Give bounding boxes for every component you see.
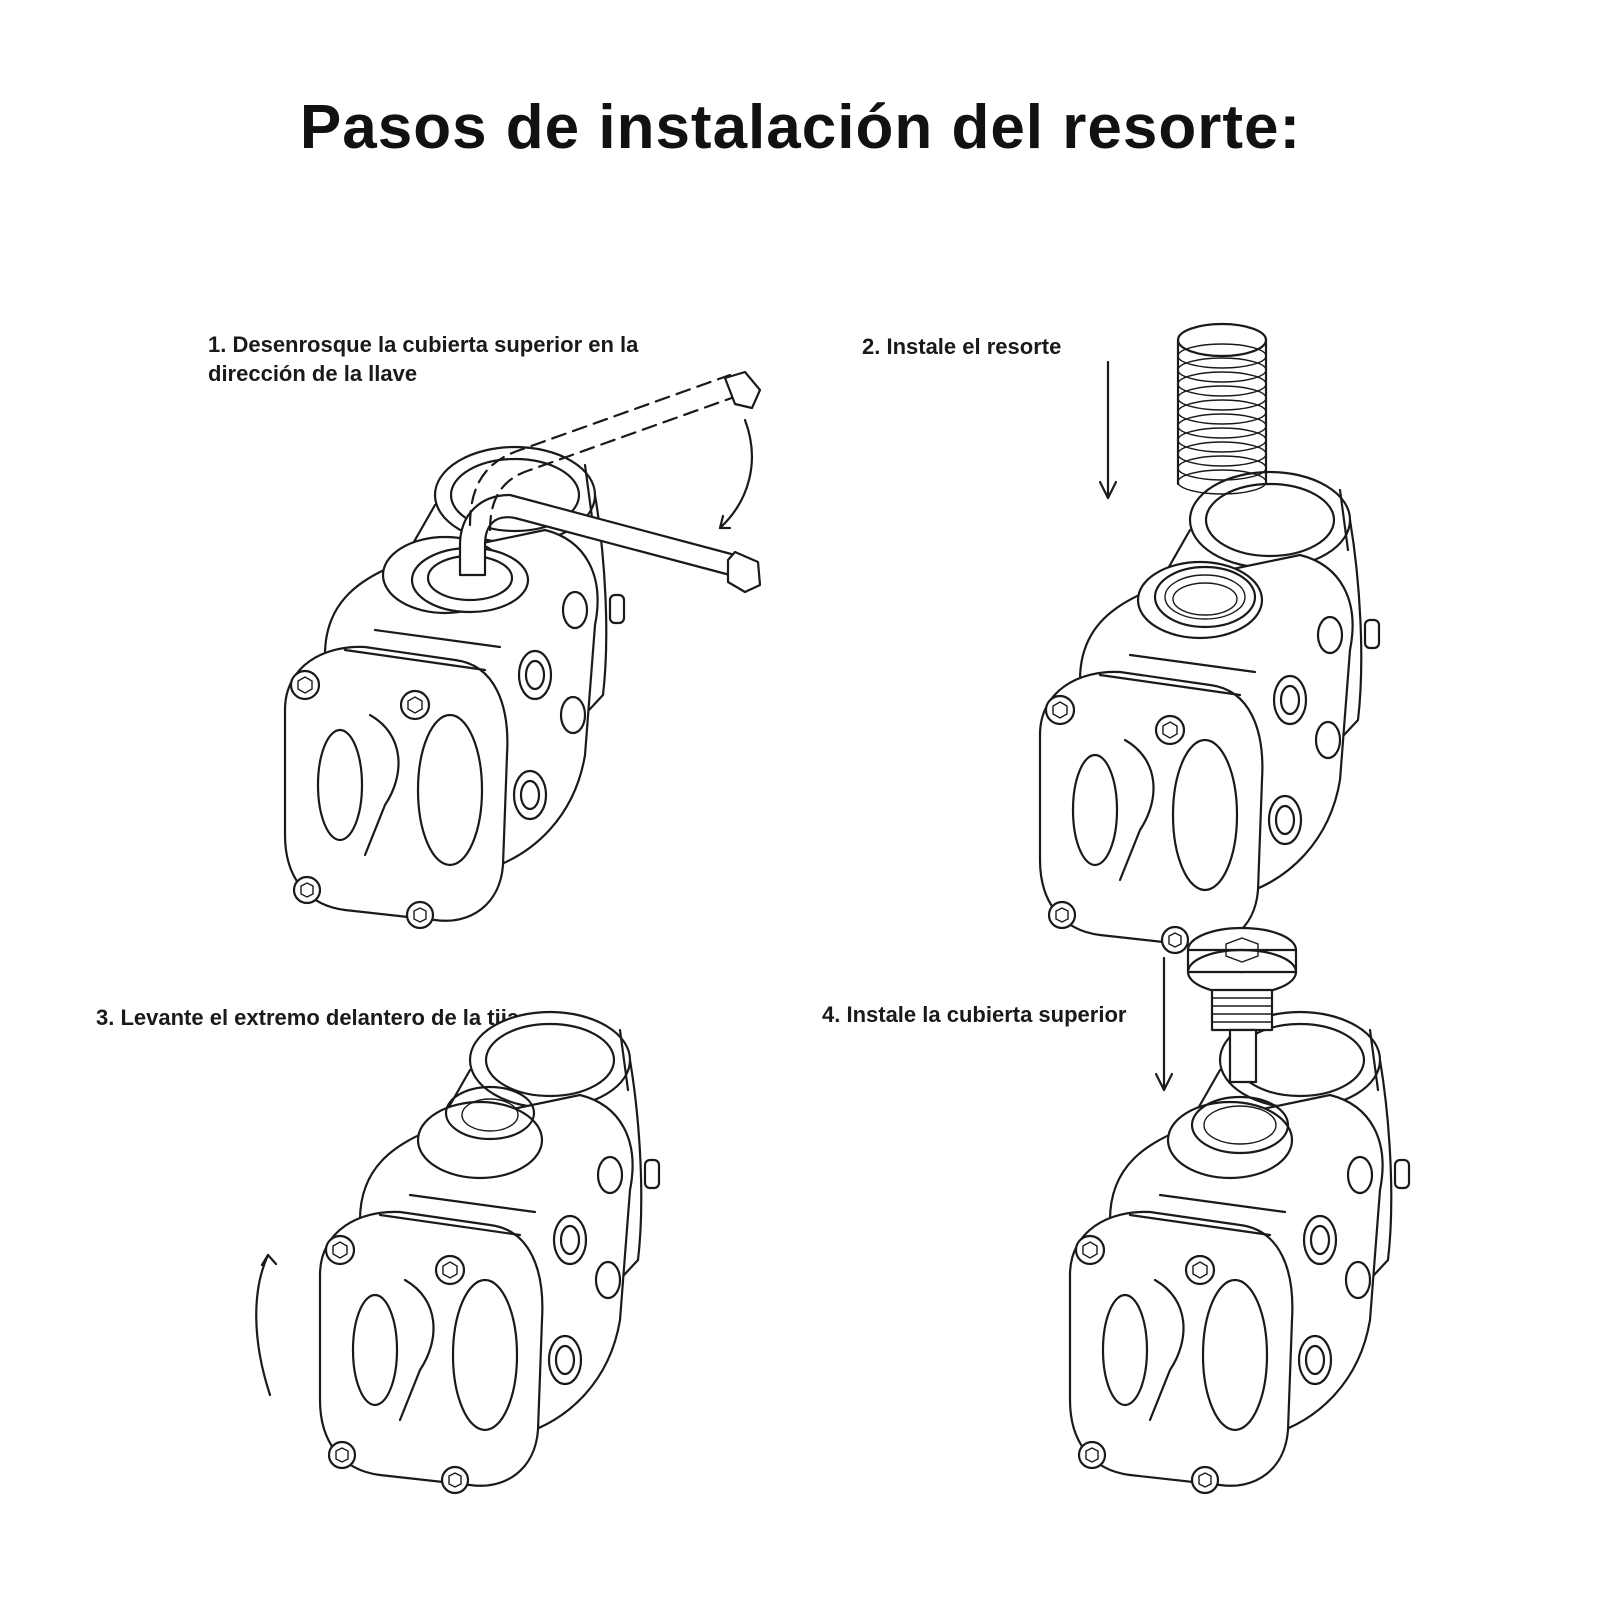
stem-step-3 bbox=[318, 1010, 661, 1495]
step-1-label-line2: dirección de la llave bbox=[208, 361, 418, 386]
step-3-label: 3. Levante el extremo delantero de la ti… bbox=[96, 1003, 519, 1032]
curved-arrow-icon bbox=[718, 418, 753, 530]
step-1-label-line1: 1. Desenrosque la cubierta superior en l… bbox=[208, 332, 639, 357]
step-4-label-line1: 4. Instale la cubierta superior bbox=[822, 1002, 1127, 1027]
step-2-label: 2. Instale el resorte bbox=[862, 332, 1061, 361]
hex-key-icon bbox=[458, 370, 762, 594]
stem-step-2 bbox=[1038, 470, 1381, 955]
top-cap-bolt-icon bbox=[1186, 926, 1298, 1084]
stem-step-4 bbox=[1068, 1010, 1411, 1495]
spring-icon bbox=[1176, 322, 1268, 495]
arrow-down-icon bbox=[1154, 956, 1174, 1092]
step-1-label: 1. Desenrosque la cubierta superior en l… bbox=[208, 330, 638, 388]
arrow-down-icon bbox=[1098, 360, 1118, 500]
step-2-label-line1: 2. Instale el resorte bbox=[862, 334, 1062, 359]
step-4-label: 4. Instale la cubierta superior bbox=[822, 1000, 1126, 1029]
step-3-label-line1: 3. Levante el extremo delantero de la ti… bbox=[96, 1005, 520, 1030]
curved-arrow-icon bbox=[255, 1253, 278, 1397]
page-title: Pasos de instalación del resorte: bbox=[299, 93, 1302, 162]
